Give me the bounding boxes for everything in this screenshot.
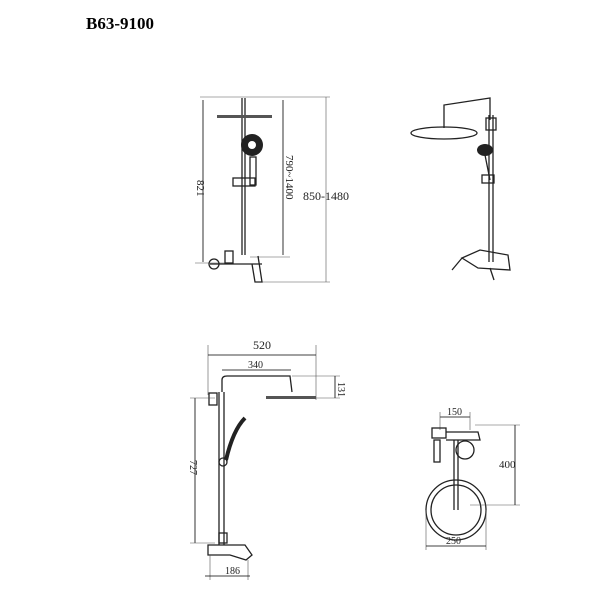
dim-front-821: 821 xyxy=(194,180,206,197)
dim-side-520: 520 xyxy=(253,338,271,352)
front-view xyxy=(195,96,330,283)
dim-top-250: 250 xyxy=(446,536,461,547)
side-view xyxy=(190,345,340,580)
perspective-view xyxy=(410,97,511,281)
model-number: B63-9100 xyxy=(86,14,154,33)
dim-side-186: 186 xyxy=(225,566,240,577)
dim-side-340: 340 xyxy=(248,360,263,371)
dim-front-790-1400: 790~1400 xyxy=(283,155,295,200)
dim-front-850-1480: 850-1480 xyxy=(303,189,349,203)
dim-side-727: 727 xyxy=(187,460,198,475)
dim-top-150: 150 xyxy=(447,407,462,418)
top-view xyxy=(425,412,520,550)
dim-top-400: 400 xyxy=(499,459,516,471)
dim-side-131: 131 xyxy=(335,382,346,397)
